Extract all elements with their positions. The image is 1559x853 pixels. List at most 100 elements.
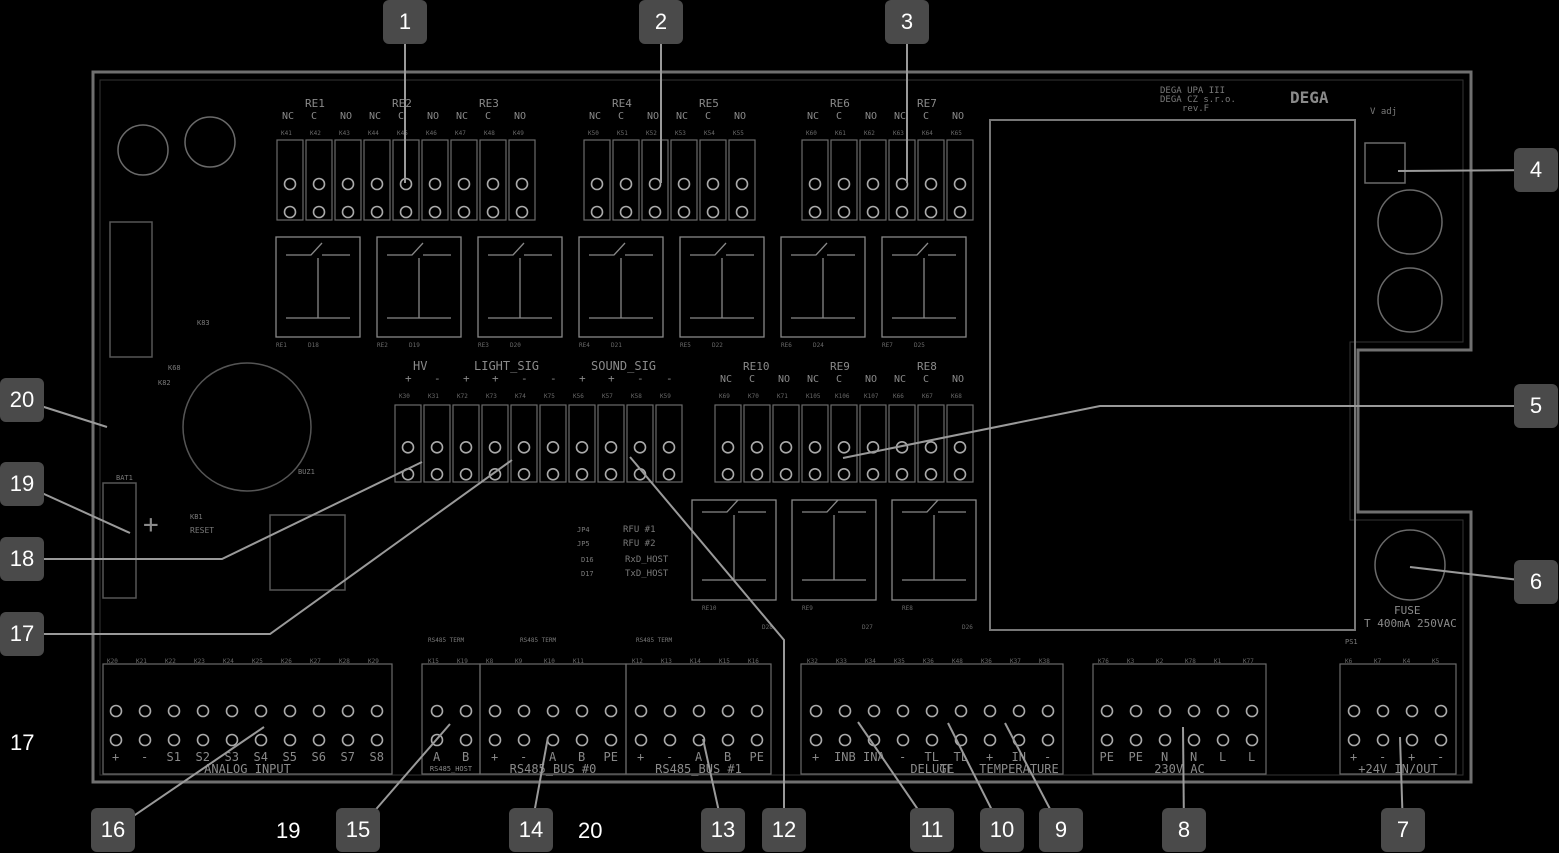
mid-relay-terminal-id-6: K66 — [893, 393, 904, 400]
relay-body-RE4 — [578, 236, 664, 338]
model-label: DEGA UPA III — [1160, 86, 1225, 96]
bottom-pin-3-3: B — [724, 750, 731, 764]
leader-line-16 — [112, 726, 265, 831]
mid-sign-5: - — [550, 372, 557, 385]
contact-label-K45: C — [398, 111, 404, 122]
terminal-K63-screw-1 — [895, 177, 909, 191]
bottom-screw-top-4-5 — [954, 704, 968, 718]
mid-terminal-K74-4-screw-1 — [517, 441, 531, 454]
bottom-screw-bot-0-4 — [225, 733, 239, 747]
mid-contact-0: NC — [720, 374, 732, 385]
bottom-pin-3-2: A — [695, 750, 703, 764]
mid-relay-terminal-K67-body — [917, 404, 945, 483]
potentiometer — [1364, 142, 1406, 184]
bottom-terminal-id-0-3: K23 — [194, 658, 205, 665]
terminal-K61-screw-1 — [837, 177, 851, 191]
mid-terminal-K58-8-screw-1 — [633, 441, 647, 454]
bottom-terminal-id-2-0: K8 — [486, 658, 494, 665]
mid-terminal-K73-3-screw-1 — [488, 441, 502, 454]
mid-terminal-K57-7-body — [597, 404, 625, 483]
relay-ref-RE3: RE3 — [478, 342, 489, 349]
bottom-terminal-id-4-4: K36 — [923, 658, 934, 665]
bottom-terminal-id-0-0: K20 — [107, 658, 118, 665]
bottom-screw-top-2-0 — [488, 704, 502, 718]
rfu1-label: RFU #1 — [623, 525, 656, 535]
heatsink-plate — [989, 119, 1356, 631]
bottom-screw-top-5-2 — [1158, 704, 1172, 718]
bottom-pin-0-6: S5 — [283, 750, 297, 764]
bottom-screw-bot-5-5 — [1245, 733, 1259, 747]
bottom-pin-2-4: PE — [604, 750, 618, 764]
bottom-terminal-id-6-0: K6 — [1345, 658, 1353, 665]
terminal-K55-screw-1 — [735, 177, 749, 191]
terminal-K64-screw-1 — [924, 177, 938, 191]
mid-sign-7: + — [608, 372, 615, 385]
bottom-screw-top-5-1 — [1129, 704, 1143, 718]
mid-label-hv: HV — [413, 359, 427, 373]
mid-relay-terminal-id-7: K67 — [922, 393, 933, 400]
plain-number-19: 19 — [276, 818, 301, 843]
mid-relay-terminal-K105-body — [801, 404, 829, 483]
bottom-terminal-id-0-8: K28 — [339, 658, 350, 665]
bottom-screw-bot-3-0 — [634, 733, 648, 747]
terminal-id-K42: K42 — [310, 130, 321, 137]
mid-relay-terminal-K106-screw-1 — [837, 441, 851, 454]
relay-body-RE1 — [275, 236, 361, 338]
relay-label-RE6: RE6 — [830, 97, 850, 110]
relay-body-RE6 — [780, 236, 866, 338]
bottom-screw-bot-4-8 — [1041, 733, 1055, 747]
mid-terminal-K59-9-screw-1 — [662, 441, 676, 454]
mid-terminal-id-8: K58 — [631, 393, 642, 400]
contact-label-K61: C — [836, 111, 842, 122]
callout-1: 1 — [383, 0, 427, 44]
mid-sign-0: + — [405, 372, 412, 385]
bottom-pin-0-5: S4 — [254, 750, 268, 764]
relay-symbol-RE7 — [892, 242, 956, 319]
relay-label-RE3: RE3 — [479, 97, 499, 110]
mid-relay-terminal-K70-screw-2 — [750, 467, 764, 481]
contact-label-K48: C — [485, 111, 491, 122]
terminal-K53-screw-2 — [677, 205, 691, 219]
terminal-id-K54: K54 — [704, 130, 715, 137]
terminal-K47-screw-1 — [457, 177, 471, 191]
bottom-screw-top-5-0 — [1100, 704, 1114, 718]
mid-contact-3: NC — [807, 374, 819, 385]
relay-label-RE5: RE5 — [699, 97, 719, 110]
fuse-rating: T 400mA 250VAC — [1364, 617, 1457, 630]
terminal-id-K62: K62 — [864, 130, 875, 137]
relay-body-RE7 — [881, 236, 967, 338]
bottom-terminal-id-0-6: K26 — [281, 658, 292, 665]
bottom-screw-top-0-4 — [225, 704, 239, 718]
bottom-screw-bot-2-3 — [575, 733, 589, 747]
terminal-id-K47: K47 — [455, 130, 466, 137]
bottom-screw-top-2-3 — [575, 704, 589, 718]
bottom-terminal-id-0-4: K24 — [223, 658, 234, 665]
leader-line-4 — [1397, 169, 1537, 172]
bottom-pin-2-1: - — [520, 750, 527, 764]
mid-terminal-id-9: K59 — [660, 393, 671, 400]
mid-terminal-K73-3-body — [481, 404, 509, 483]
contact-label-K63: NC — [894, 111, 906, 122]
bottom-screw-bot-5-2 — [1158, 733, 1172, 747]
ps1-label: PS1 — [1345, 638, 1358, 646]
contact-label-K51: C — [618, 111, 624, 122]
mid-relay-terminal-id-5: K107 — [864, 393, 879, 400]
bottom-screw-bot-2-1 — [517, 733, 531, 747]
bottom-screw-top-4-8 — [1041, 704, 1055, 718]
bottom-screw-bot-3-3 — [721, 733, 735, 747]
diode-ref-D18: D18 — [308, 342, 319, 349]
terminal-K63-screw-2 — [895, 205, 909, 219]
mid-relay-terminal-K69-screw-1 — [721, 441, 735, 454]
mid-relay-terminal-id-3: K105 — [806, 393, 821, 400]
brand-logo: DEGA — [1290, 88, 1329, 107]
capacitor-c3 — [117, 124, 169, 176]
mid-relay-terminal-K69-body — [714, 404, 742, 483]
terminal-K61-screw-2 — [837, 205, 851, 219]
bottom-screw-bot-0-7 — [312, 733, 326, 747]
bottom-screw-bot-0-8 — [341, 733, 355, 747]
bottom-block-title2-4: TL — [940, 762, 954, 776]
bottom-terminal-id-0-5: K25 — [252, 658, 263, 665]
bottom-screw-top-5-4 — [1216, 704, 1230, 718]
terminal-K49-screw-1 — [515, 177, 529, 191]
diode-ref-D28: D28 — [762, 624, 773, 631]
